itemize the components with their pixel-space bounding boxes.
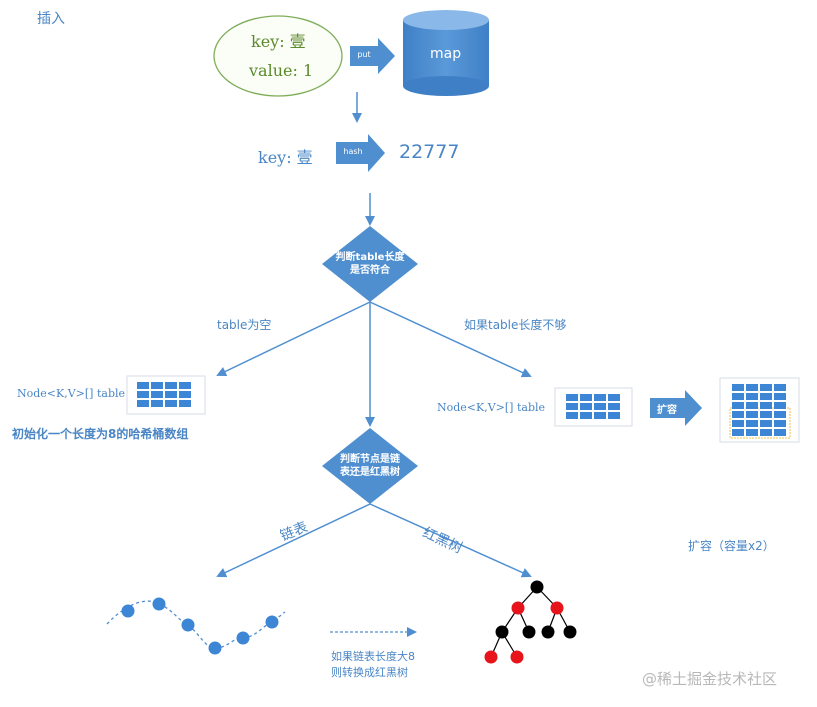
bucket-cell xyxy=(760,393,772,400)
bucket-cell xyxy=(580,412,592,419)
bucket-cell xyxy=(137,391,149,398)
tree-node-black xyxy=(563,625,577,639)
expand-caption: 扩容（容量x2） xyxy=(688,539,775,553)
bucket-cell xyxy=(760,420,772,427)
tree-node-red xyxy=(510,650,524,664)
oval-value: value: 1 xyxy=(249,61,314,80)
left-table-array xyxy=(126,375,206,415)
bucket-cell xyxy=(594,394,606,401)
bucket-cell xyxy=(608,394,620,401)
bucket-cell xyxy=(732,402,744,409)
bucket-cell xyxy=(594,412,606,419)
bucket-cell xyxy=(746,420,758,427)
bucket-cell xyxy=(179,382,191,389)
bucket-cell xyxy=(732,429,744,436)
convert-note-line2: 则转换成红黑树 xyxy=(331,666,408,679)
bucket-cell xyxy=(137,400,149,407)
hash-key-label: key: 壹 xyxy=(258,148,313,167)
bucket-cell xyxy=(760,429,772,436)
decision2-text: 判断节点是链 表还是红黑树 xyxy=(340,454,400,478)
oval-key: key: 壹 xyxy=(251,32,306,51)
list-node xyxy=(121,604,135,618)
decision-diamond-2 xyxy=(322,428,418,504)
tree-node-black xyxy=(530,580,544,594)
tree-node-red xyxy=(484,650,498,664)
expand-button-label: 扩容 xyxy=(657,405,677,416)
bucket-cell xyxy=(760,411,772,418)
bucket-cell xyxy=(566,394,578,401)
page-title: 插入 xyxy=(37,11,65,27)
right-table-label: Node<K,V>[] table xyxy=(437,401,546,414)
tree-node-red xyxy=(511,601,525,615)
bucket-cell xyxy=(608,412,620,419)
branch-left-label: table为空 xyxy=(217,318,272,332)
hash-value: 22777 xyxy=(399,141,460,163)
bucket-cell xyxy=(774,402,786,409)
branch-arrow-left xyxy=(216,301,371,377)
branch-arrow-list xyxy=(216,503,371,578)
bucket-cell xyxy=(594,403,606,410)
bucket-cell xyxy=(774,411,786,418)
map-cylinder xyxy=(403,10,489,96)
bucket-cell xyxy=(566,403,578,410)
bucket-cell xyxy=(732,420,744,427)
tree-edges xyxy=(490,586,571,658)
bucket-cell xyxy=(165,382,177,389)
bucket-cell xyxy=(774,429,786,436)
hash-arrow xyxy=(336,134,385,172)
list-node xyxy=(265,615,279,629)
bucket-cell xyxy=(608,403,620,410)
bucket-cell xyxy=(746,411,758,418)
key-value-oval xyxy=(213,15,343,97)
bucket-cell xyxy=(165,400,177,407)
expanded-table-array xyxy=(719,377,800,443)
bucket-cell xyxy=(732,393,744,400)
bucket-cell xyxy=(760,384,772,391)
init-text: 初始化一个长度为8的哈希桶数组 xyxy=(12,427,189,441)
convert-note-line1: 如果链表长度大8 xyxy=(331,650,415,663)
watermark: @稀土掘金技术社区 xyxy=(642,670,778,688)
bucket-cell xyxy=(151,382,163,389)
hash-label: hash xyxy=(343,147,363,156)
put-label: put xyxy=(357,50,371,59)
branch-arrow-right xyxy=(369,301,532,378)
tree-node-black xyxy=(541,625,555,639)
left-table-label: Node<K,V>[] table xyxy=(17,387,126,400)
bucket-cell xyxy=(746,402,758,409)
bucket-cell xyxy=(165,391,177,398)
bucket-cell xyxy=(580,394,592,401)
tree-node-black xyxy=(495,625,509,639)
list-node xyxy=(152,597,166,611)
list-node xyxy=(181,618,195,632)
tree-node-black xyxy=(522,625,536,639)
bucket-cell xyxy=(732,384,744,391)
bucket-cell xyxy=(746,429,758,436)
bucket-cell xyxy=(760,402,772,409)
bucket-cell xyxy=(746,393,758,400)
bucket-cell xyxy=(580,403,592,410)
map-label: map xyxy=(430,46,462,62)
bucket-cell xyxy=(151,391,163,398)
branch-right-label: 如果table长度不够 xyxy=(464,318,567,332)
bucket-cell xyxy=(566,412,578,419)
branch-arrow-tree xyxy=(369,503,532,578)
right-table-array xyxy=(554,387,633,427)
bucket-cell xyxy=(179,391,191,398)
bucket-cell xyxy=(151,400,163,407)
decision-diamond-1 xyxy=(322,226,418,302)
bucket-cell xyxy=(774,384,786,391)
bucket-cell xyxy=(746,384,758,391)
bucket-cell xyxy=(774,393,786,400)
bucket-cell xyxy=(137,382,149,389)
put-arrow xyxy=(350,38,395,74)
list-node xyxy=(236,631,250,645)
bucket-cell xyxy=(732,411,744,418)
tree-node-red xyxy=(550,601,564,615)
decision1-text: 判断table长度 是否符合 xyxy=(335,252,405,276)
list-node xyxy=(208,641,222,655)
expand-arrow xyxy=(650,390,702,426)
bucket-cell xyxy=(179,400,191,407)
bucket-cell xyxy=(774,420,786,427)
